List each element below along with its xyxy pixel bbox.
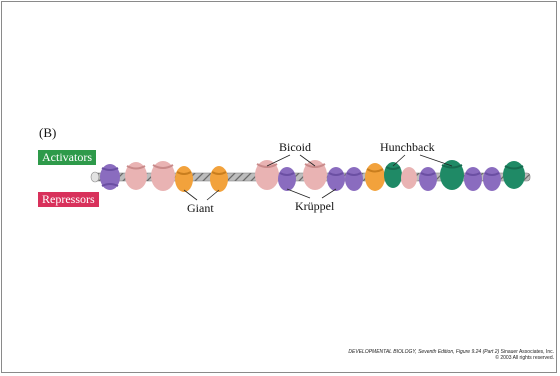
protein-group (100, 160, 525, 192)
kruppel-protein (345, 167, 363, 191)
bicoid-protein (401, 167, 417, 189)
kruppel-protein (483, 167, 501, 191)
bicoid-protein (125, 162, 147, 190)
kruppel-protein (419, 167, 437, 191)
kruppel-protein (464, 167, 482, 191)
credit-title: DEVELOPMENTAL BIOLOGY, Seventh Edition, … (348, 349, 500, 355)
credit-copyright: © 2003 All rights reserved. (495, 355, 554, 361)
credit-publisher: Sinauer Associates, Inc. (499, 349, 554, 355)
hunchback-protein (384, 162, 402, 188)
hunchback-protein (503, 161, 525, 189)
bicoid-protein (303, 160, 327, 190)
giant-protein (210, 166, 228, 192)
repressors-tag: Repressors (38, 192, 99, 207)
giant-protein (365, 163, 385, 191)
bicoid-protein (151, 161, 175, 191)
kruppel-protein (278, 167, 296, 191)
bicoid-protein (255, 160, 279, 190)
panel-label: (B) (39, 125, 57, 140)
figure-credit: DEVELOPMENTAL BIOLOGY, Seventh Edition, … (348, 349, 554, 361)
leader-lines (183, 154, 453, 201)
giant-protein (175, 166, 193, 192)
kruppel-protein (327, 167, 345, 191)
activators-tag: Activators (38, 150, 96, 165)
hunchback-protein (440, 160, 464, 190)
kruppel-protein (100, 164, 120, 190)
giant-label: Giant (187, 201, 214, 215)
bicoid-label: Bicoid (279, 140, 311, 154)
kruppel-label: Krüppel (295, 199, 335, 213)
hunchback-label: Hunchback (380, 140, 435, 154)
